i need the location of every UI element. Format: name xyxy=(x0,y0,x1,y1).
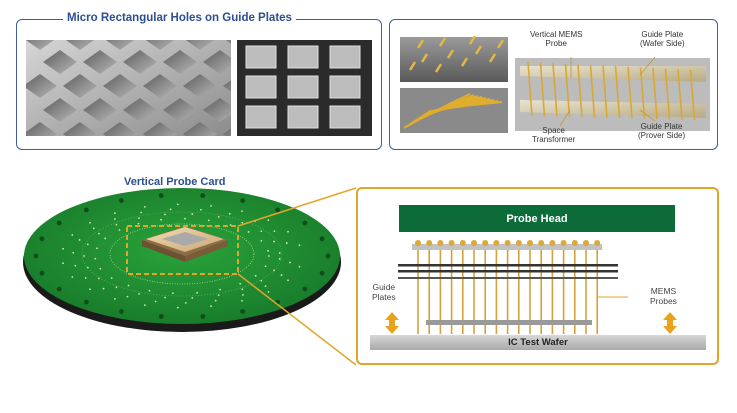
holes-panel-title: Micro Rectangular Holes on Guide Plates xyxy=(63,12,296,24)
pcb-board-edge xyxy=(23,192,341,332)
zoom-selection-box xyxy=(126,225,239,275)
probe-head-bar: Probe Head xyxy=(399,205,675,232)
space-transformer-label: Space Transformer xyxy=(532,126,576,144)
guide-plate-holes-panel: Micro Rectangular Holes on Guide Plates xyxy=(16,12,382,150)
guide-plate-wafer-side-label: Guide Plate (Wafer Side) xyxy=(640,30,685,48)
vertical-probe-card-title: Vertical Probe Card xyxy=(124,176,226,188)
guide-plate-prover-side-label: Guide Plate (Prover Side) xyxy=(638,122,686,140)
probe-head-detail-panel: Probe Head IC Test Wafer xyxy=(356,187,719,365)
mems-probes-label: MEMS Probes xyxy=(650,286,677,306)
ic-test-wafer-bar: IC Test Wafer xyxy=(370,335,706,350)
mems-probe-photos-panel xyxy=(389,19,718,150)
probe-head-module xyxy=(142,226,228,262)
pcb-board xyxy=(24,188,340,324)
guide-plates-label: Guide Plates xyxy=(372,282,396,302)
vertical-mems-probe-label: Vertical MEMS Probe xyxy=(530,30,583,48)
